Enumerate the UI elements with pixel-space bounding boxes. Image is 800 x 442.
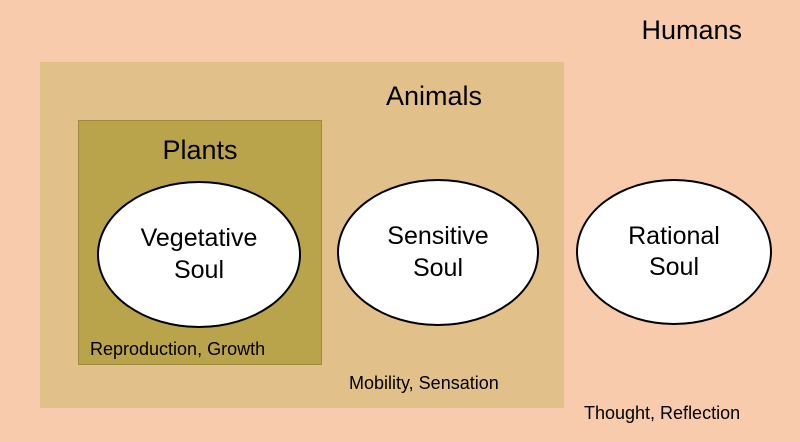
sensitive-soul-label: Sensitive Soul [387,222,489,282]
plants-caption: Reproduction, Growth [90,339,266,359]
plants-label: Plants [162,135,238,165]
vegetative-soul-label: Vegetative Soul [140,224,258,284]
humans-caption: Thought, Reflection [584,403,741,423]
vegetative-soul-ellipse: Vegetative Soul [97,181,301,328]
rational-soul-label: Rational Soul [628,221,720,281]
sensitive-soul-ellipse: Sensitive Soul [337,179,539,326]
rational-soul-ellipse: Rational Soul [576,179,772,325]
humans-label: Humans [641,15,742,45]
animals-caption: Mobility, Sensation [349,373,499,393]
animals-label: Animals [386,81,483,111]
